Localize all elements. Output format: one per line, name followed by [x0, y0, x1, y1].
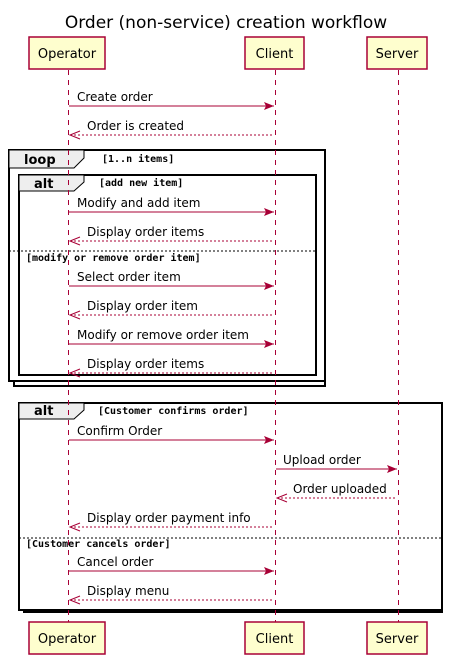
diagram-title: Order (non-service) creation workflow — [65, 13, 387, 33]
participant-client-bottom: Client — [244, 621, 305, 655]
message-display-order-payment-info: Display order payment info — [68, 511, 274, 532]
message-display-order-items-1: Display order items — [68, 225, 274, 246]
message-label: Display menu — [87, 584, 169, 598]
fragment-alt-confirm: alt [Customer confirms order] [Customer … — [18, 402, 443, 613]
participant-label: Server — [376, 632, 419, 647]
fragment-guard: [1..n items] — [102, 153, 174, 165]
participant-label: Operator — [38, 632, 97, 647]
message-display-menu: Display menu — [68, 584, 274, 605]
participant-server-bottom: Server — [366, 621, 428, 655]
fragment-guard: [Customer confirms order] — [98, 405, 249, 417]
message-create-order: Create order — [69, 90, 274, 110]
participant-label: Client — [256, 632, 294, 647]
message-label: Display order item — [87, 299, 198, 313]
fragment-keyword: alt — [34, 177, 53, 192]
message-label: Display order items — [87, 357, 204, 371]
message-cancel-order: Cancel order — [69, 555, 274, 575]
participant-label: Client — [256, 47, 294, 62]
participant-client-top: Client — [244, 36, 305, 70]
message-order-uploaded: Order uploaded — [275, 482, 397, 503]
message-label: Modify or remove order item — [77, 328, 249, 342]
fragment-keyword: alt — [34, 404, 53, 419]
message-upload-order: Upload order — [276, 453, 397, 473]
participant-server-top: Server — [366, 36, 428, 70]
fragment-guard: [add new item] — [99, 177, 183, 189]
message-label: Display order items — [87, 225, 204, 239]
participant-operator-bottom: Operator — [28, 621, 106, 655]
message-label: Modify and add item — [77, 196, 200, 210]
fragment-keyword: loop — [24, 153, 56, 168]
message-label: Create order — [77, 90, 153, 104]
fragment-else-guard: [modify or remove order item] — [26, 252, 201, 264]
message-label: Select order item — [77, 270, 181, 284]
participant-label: Operator — [38, 47, 97, 62]
message-select-order-item: Select order item — [69, 270, 274, 290]
participant-label: Server — [376, 47, 419, 62]
message-label: Confirm Order — [77, 424, 162, 438]
message-label: Upload order — [283, 453, 361, 467]
message-modify-and-add-item: Modify and add item — [69, 196, 274, 216]
message-label: Order uploaded — [293, 482, 387, 496]
message-order-is-created: Order is created — [68, 119, 274, 140]
message-display-order-items-2: Display order items — [68, 357, 274, 378]
message-label: Cancel order — [77, 555, 154, 569]
message-label: Display order payment info — [87, 511, 251, 525]
participant-operator-top: Operator — [28, 36, 106, 70]
message-confirm-order: Confirm Order — [69, 424, 274, 444]
fragment-else-guard: [Customer cancels order] — [26, 539, 171, 550]
message-label: Order is created — [87, 119, 184, 133]
message-display-order-item: Display order item — [68, 299, 274, 320]
message-modify-or-remove-order-item: Modify or remove order item — [69, 328, 274, 348]
